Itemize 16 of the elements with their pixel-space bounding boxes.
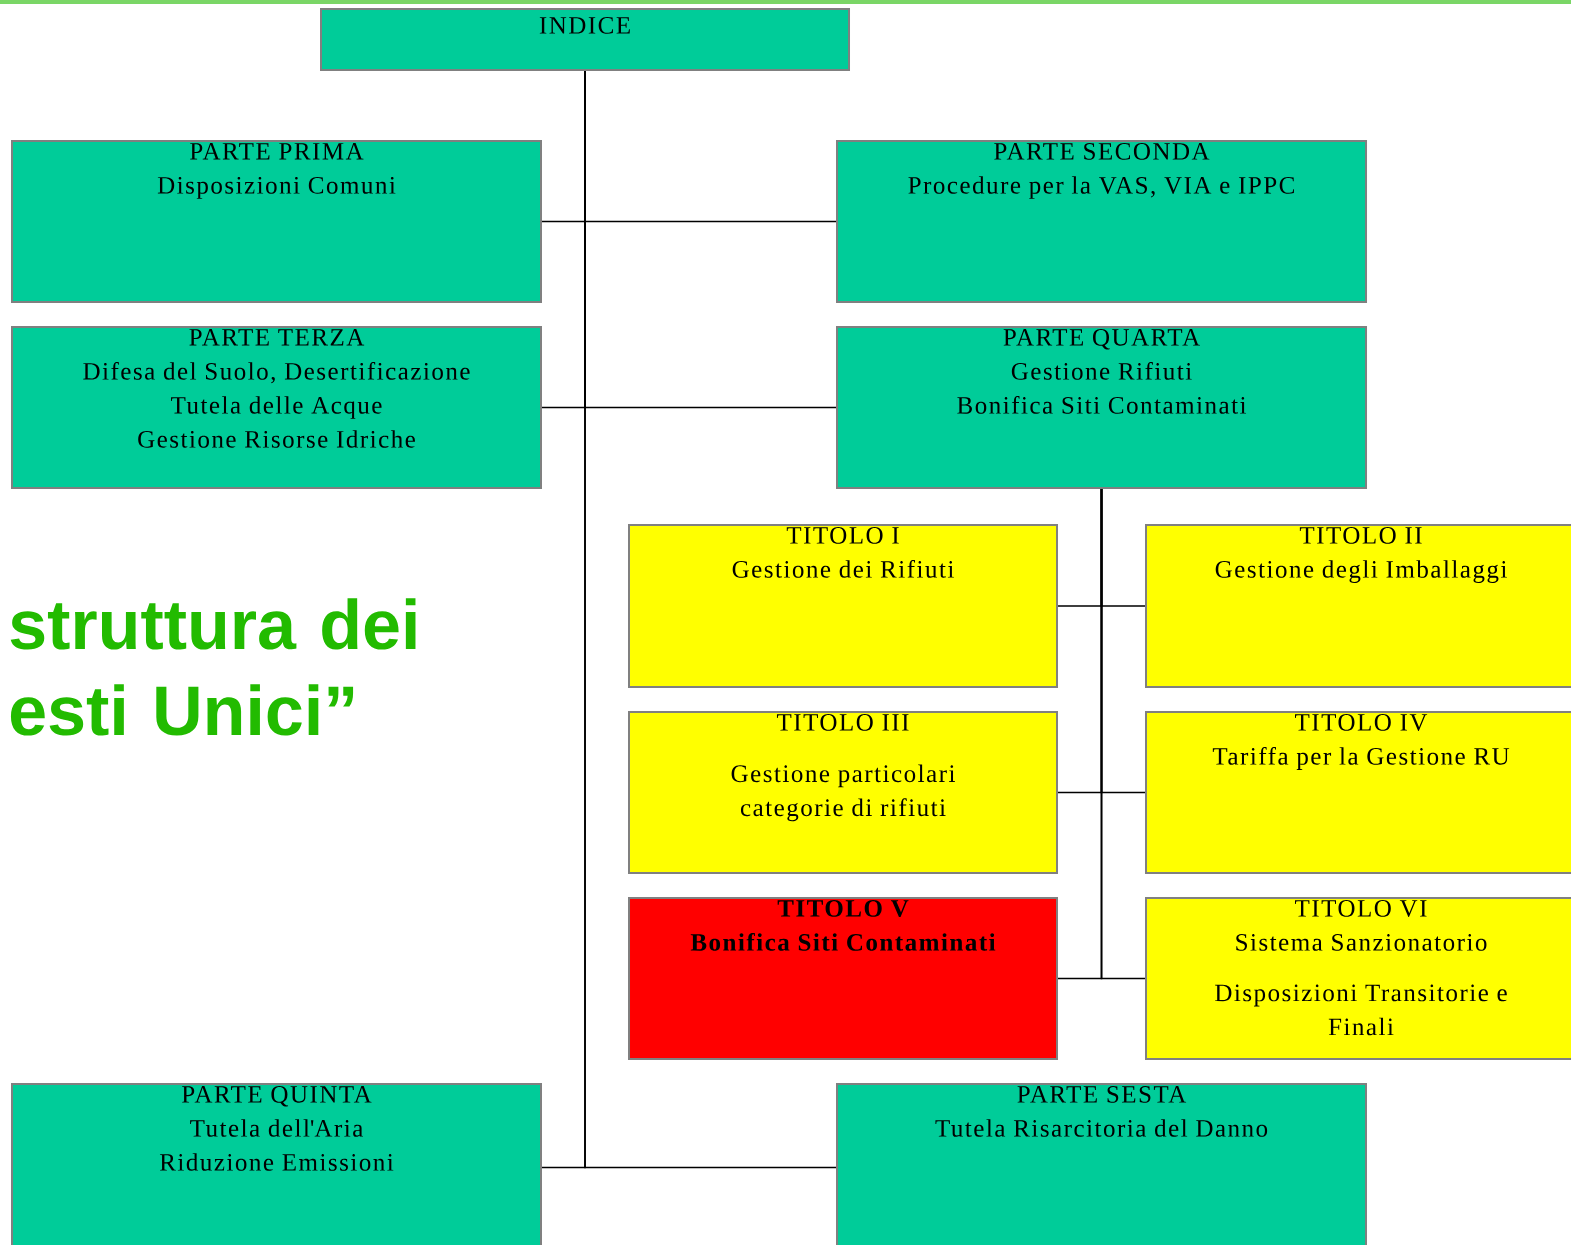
- index-box: INDICE: [320, 8, 850, 71]
- title-box: TITOLO VI Sistema Sanzionatorio Disposizioni Transitorie e Finali: [1145, 897, 1571, 1060]
- title-box: TITOLO V Bonifica Siti Contaminati: [628, 897, 1058, 1060]
- part-box: PARTE QUARTA Gestione Rifiuti Bonifica Siti Contaminati: [836, 326, 1367, 489]
- title-box: TITOLO II Gestione degli Imballaggi: [1145, 524, 1571, 688]
- title-box: TITOLO I Gestione dei Rifiuti: [628, 524, 1058, 688]
- title-box: TITOLO IV Tariffa per la Gestione RU: [1145, 711, 1571, 874]
- part-box: PARTE PRIMA Disposizioni Comuni: [11, 140, 542, 303]
- connector: [1100, 488, 1146, 980]
- part-box: PARTE SESTA Tutela Risarcitoria del Danno: [836, 1083, 1367, 1245]
- title-box: TITOLO III Gestione particolari categorie di rifiuti: [628, 711, 1058, 874]
- part-box: PARTE QUINTA Tutela dell'Aria Riduzione Emissioni: [11, 1083, 542, 1245]
- part-box: PARTE TERZA Difesa del Suolo, Desertificazione Tutela delle Acque Gestione Risorse Idriche: [11, 326, 542, 489]
- connector: [584, 70, 837, 1169]
- part-box: PARTE SECONDA Procedure per la VAS, VIA e IPPC: [836, 140, 1367, 303]
- heading: struttura dei esti Unici”: [10, 598, 416, 736]
